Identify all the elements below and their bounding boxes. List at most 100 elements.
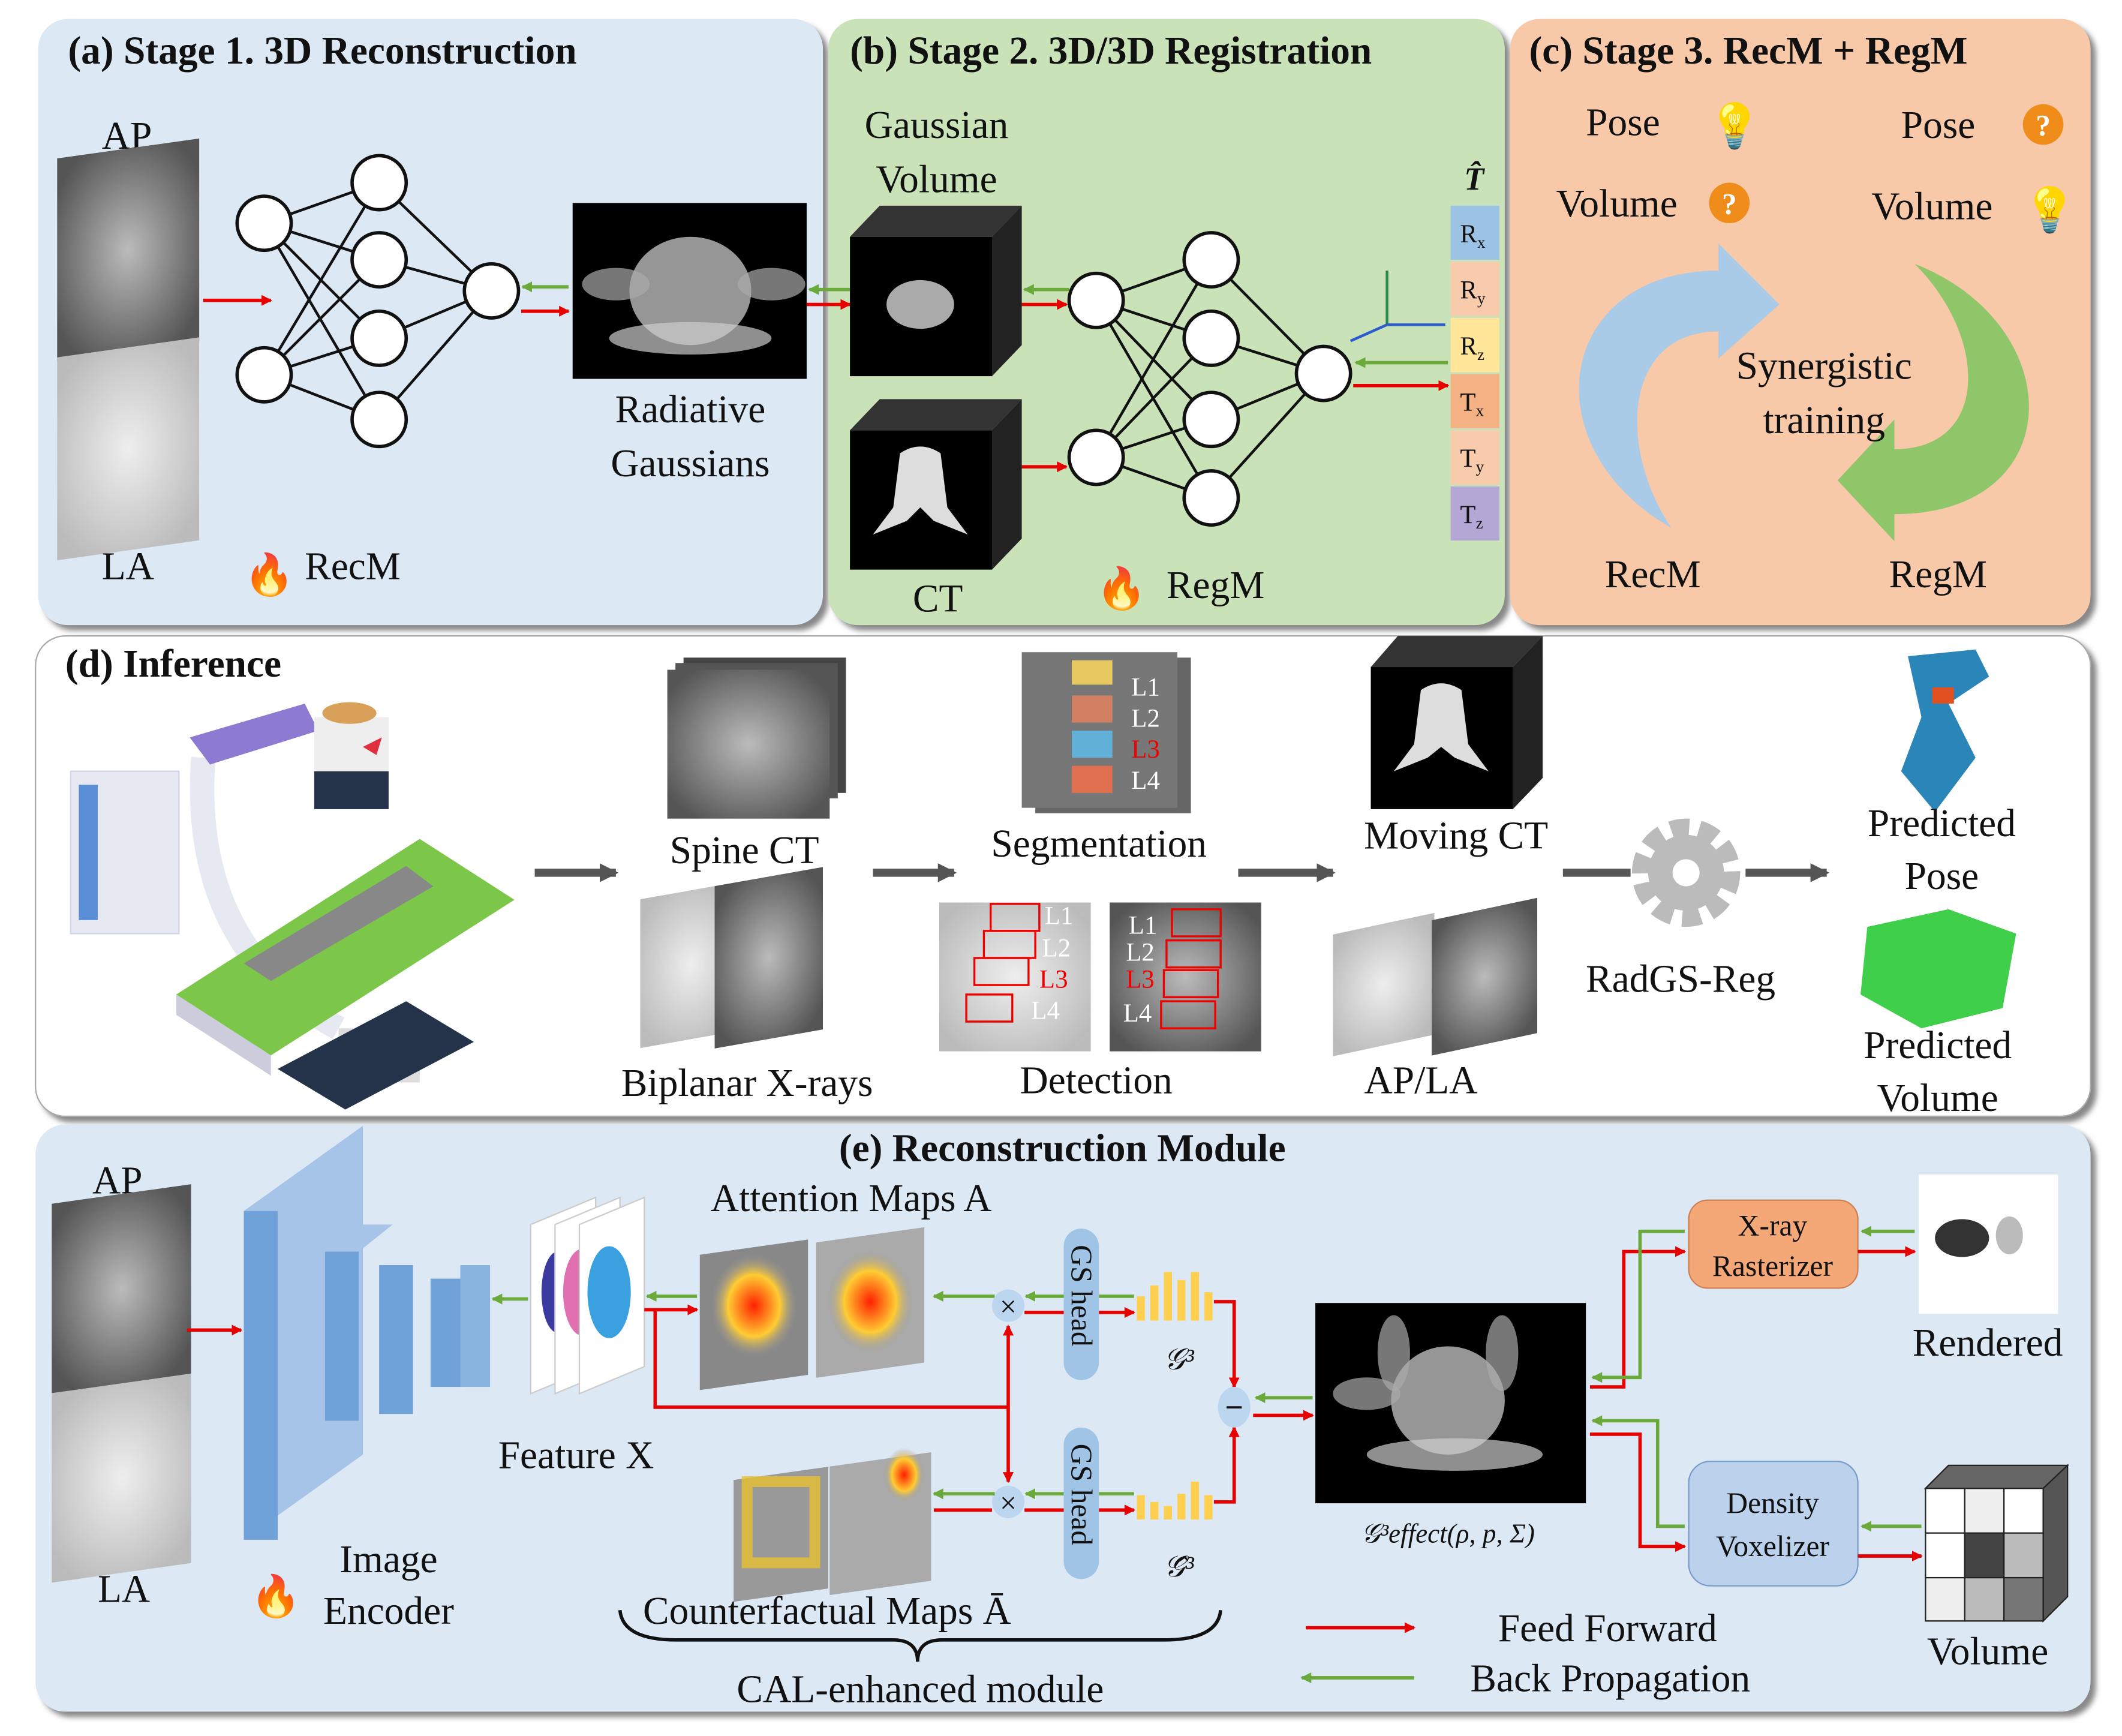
- cal-label: CAL-enhanced module: [737, 1668, 1104, 1711]
- volume-label: Volume: [876, 158, 997, 201]
- training-label: training: [1763, 399, 1884, 442]
- c-arm-scanner-illustration: [70, 702, 515, 1110]
- svg-text:Density: Density: [1726, 1486, 1819, 1519]
- radiative-gaussians-image: [572, 203, 807, 379]
- svg-text:Rasterizer: Rasterizer: [1712, 1250, 1834, 1283]
- ap-la-ap-image: [1432, 897, 1537, 1056]
- la-label: LA: [102, 545, 154, 588]
- param-box-ry: [1450, 262, 1499, 316]
- segmentation-level-label: L1: [1131, 673, 1160, 701]
- left-pose-label: Pose: [1586, 101, 1660, 145]
- cal-brace: [618, 1609, 1222, 1662]
- detection-level-label: L1: [1045, 902, 1074, 930]
- gs-head-top: GS head: [1063, 1229, 1099, 1380]
- detection-level-label: L2: [1042, 935, 1071, 963]
- legend-ff-label: Feed Forward: [1498, 1607, 1717, 1650]
- rendered-label: Rendered: [1913, 1321, 2063, 1365]
- regm-network: [1067, 231, 1352, 527]
- spine-ct-stack: [667, 657, 846, 819]
- svg-text:GS head: GS head: [1065, 1245, 1098, 1347]
- gaussian-label: Gaussian: [865, 104, 1009, 147]
- gear-icon: [1631, 818, 1741, 927]
- detection-level-label: L4: [1031, 997, 1060, 1025]
- gs-head-bottom: GS head: [1063, 1427, 1099, 1579]
- moving-ct-label: Moving CT: [1364, 814, 1548, 857]
- stage1-panel: [38, 19, 823, 626]
- segmentation-level-label: L3: [1131, 735, 1160, 764]
- volume-label: Volume: [1927, 1630, 2048, 1673]
- effective-gaussians-label: 𝒢³effect(ρ, p, Σ): [1361, 1518, 1534, 1548]
- lightbulb-icon: 💡: [1708, 101, 1762, 151]
- stage1-title: (a) Stage 1. 3D Reconstruction: [68, 29, 576, 73]
- param-box-rz: [1450, 318, 1499, 373]
- predicted-volume-label-2: Volume: [1877, 1077, 1998, 1120]
- legend-bp-label: Back Propagation: [1470, 1657, 1750, 1701]
- regm-cycle-arrow: [1837, 263, 2029, 542]
- recm-cycle-arrow: [1579, 244, 1780, 528]
- stage2-title: (b) Stage 2. 3D/3D Registration: [850, 29, 1372, 73]
- g3-hat-label: 𝒢̂³: [1164, 1550, 1194, 1583]
- svg-text:×: ×: [1000, 1290, 1017, 1323]
- recm-network: [235, 154, 521, 449]
- multiply-node: ×: [991, 1289, 1025, 1323]
- param-box-tz: [1450, 486, 1499, 541]
- inference-panel: [35, 635, 2091, 1118]
- svg-text:Voxelizer: Voxelizer: [1716, 1530, 1830, 1563]
- effective-gaussians-image: [1315, 1303, 1586, 1504]
- synergistic-label: Synergistic: [1736, 345, 1912, 388]
- ct-label: CT: [913, 578, 963, 621]
- segmentation-label: Segmentation: [991, 822, 1207, 866]
- gaussian-params-bars: [1137, 1272, 1213, 1520]
- inference-title: (d) Inference: [65, 642, 281, 686]
- multiply-node: ×: [991, 1485, 1025, 1519]
- left-volume-label: Volume: [1556, 182, 1678, 226]
- param-box-ty: [1450, 430, 1499, 485]
- ap-la-label: AP/LA: [1364, 1059, 1478, 1103]
- recm-label: RecM: [305, 545, 401, 588]
- predicted-pose-spine: [1901, 649, 1989, 812]
- svg-text:×: ×: [1000, 1486, 1017, 1519]
- g3-label: 𝒢³: [1164, 1343, 1194, 1376]
- subtract-node: −: [1218, 1387, 1251, 1428]
- param-box-rx: [1450, 205, 1499, 260]
- svg-text:GS head: GS head: [1065, 1444, 1098, 1546]
- biplanar-label: Biplanar X-rays: [621, 1062, 873, 1105]
- stage3-title: (c) Stage 3. RecM + RegM: [1529, 29, 1967, 73]
- svg-text:−: −: [1225, 1389, 1243, 1425]
- rendered-image: [1919, 1174, 2058, 1314]
- detection-level-label: L4: [1123, 999, 1152, 1028]
- encoder-label-1: Image: [339, 1538, 437, 1581]
- svg-text:?: ?: [1722, 187, 1737, 220]
- ap-la-la-image: [1333, 912, 1435, 1056]
- ap-xray-image: [52, 1184, 191, 1393]
- detection-level-label: L1: [1129, 911, 1158, 939]
- image-encoder-blocks: [244, 1125, 491, 1540]
- feature-label: Feature X: [498, 1434, 654, 1477]
- predicted-volume-label-1: Predicted: [1863, 1024, 2012, 1067]
- volume-voxel-cube: [1923, 1464, 2070, 1623]
- encoder-label-2: Encoder: [323, 1590, 454, 1633]
- feature-maps: [530, 1196, 645, 1395]
- attention-label: Attention Maps A: [711, 1177, 992, 1220]
- ap-xray-image: [57, 138, 200, 362]
- svg-text:?: ?: [2036, 109, 2051, 142]
- param-box-tx: [1450, 374, 1499, 428]
- recon-title: (e) Reconstruction Module: [839, 1127, 1286, 1170]
- radgs-reg-label: RadGS-Reg: [1586, 957, 1775, 1001]
- question-icon: [1709, 182, 1750, 224]
- regm-label: RegM: [1167, 564, 1265, 607]
- attention-maps: [699, 1227, 925, 1390]
- axes-icon: [1349, 271, 1445, 343]
- la-label: LA: [98, 1568, 150, 1611]
- detection-images: [939, 902, 1261, 1052]
- detection-level-label: L2: [1126, 939, 1155, 967]
- detection-level-label: L3: [1126, 966, 1155, 994]
- predicted-pose-label-1: Predicted: [1868, 802, 2016, 845]
- transform-label: T̂: [1464, 161, 1485, 197]
- right-pose-label: Pose: [1901, 104, 1976, 147]
- fire-icon: 🔥: [251, 1573, 301, 1619]
